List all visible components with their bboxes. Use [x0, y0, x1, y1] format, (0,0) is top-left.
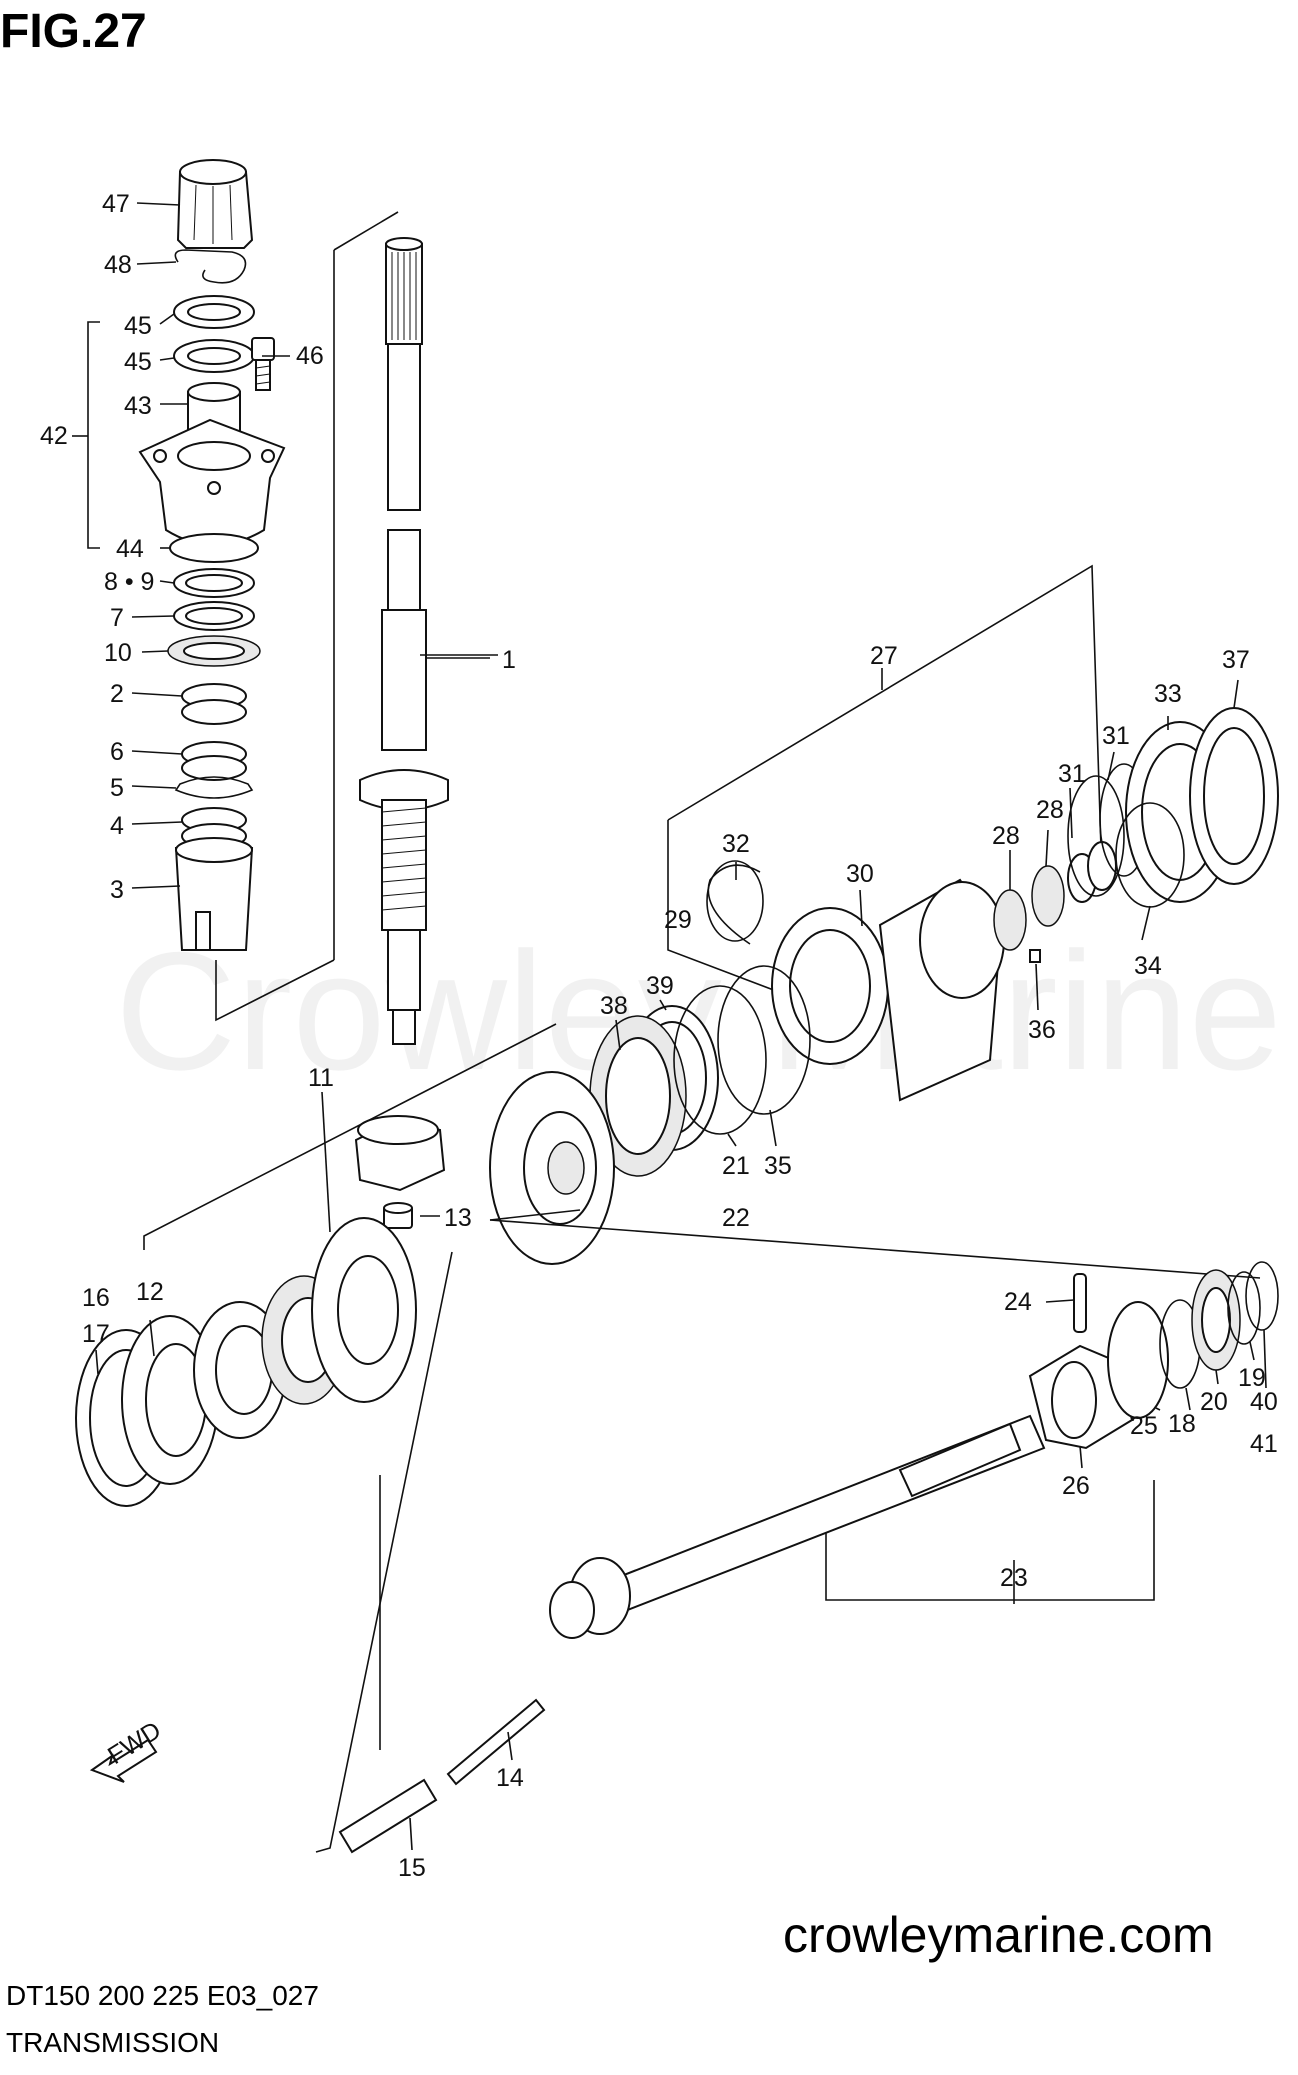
part-21-shim	[673, 985, 767, 1135]
part-5-clip	[174, 776, 254, 799]
fwd-arrow-icon: FWD	[89, 1716, 166, 1783]
callout-28: 28	[1036, 796, 1064, 824]
callout-2: 2	[110, 680, 124, 708]
model-code: DT150 200 225 E03_027	[6, 1980, 319, 2011]
callout-33: 33	[1154, 680, 1182, 708]
callout-39: 39	[646, 972, 674, 1000]
part-46-bolt	[251, 337, 275, 391]
callout-21: 21	[722, 1152, 750, 1180]
part-37-gear	[1189, 707, 1279, 885]
part-35-shim	[717, 965, 811, 1115]
site-url: crowleymarine.com	[783, 1907, 1214, 1963]
callout-3: 3	[110, 876, 124, 904]
part-48-clip	[174, 249, 247, 284]
part-23-propeller-shaft	[549, 1414, 1046, 1639]
callout-45: 45	[124, 312, 152, 340]
callout-25: 25	[1130, 1412, 1158, 1440]
callout-41: 41	[1250, 1430, 1278, 1458]
callout-31: 31	[1058, 760, 1086, 788]
part-8-9-shims	[173, 568, 255, 598]
part-38-thrust-bearing	[589, 1015, 687, 1177]
callout-5: 5	[110, 774, 124, 802]
part-36-key	[1029, 949, 1041, 963]
part-3-sleeve	[174, 837, 254, 951]
callout-35: 35	[764, 1152, 792, 1180]
part-24-pin	[1073, 1273, 1087, 1333]
part-20-bearing	[1191, 1269, 1241, 1371]
callout-37: 37	[1222, 646, 1250, 674]
callout-4: 4	[110, 812, 124, 840]
part-19-washer	[1227, 1271, 1261, 1345]
part-47-boot	[176, 159, 254, 249]
callout-46: 46	[296, 342, 324, 370]
callout-24: 24	[1004, 1288, 1032, 1316]
callout-38: 38	[600, 992, 628, 1020]
callout-7: 7	[110, 604, 124, 632]
figure-title: FIG.27	[0, 5, 147, 58]
callout-29: 29	[664, 906, 692, 934]
callout-36: 36	[1028, 1016, 1056, 1044]
part-2-bearing	[181, 683, 247, 725]
part-42-housing	[138, 418, 286, 546]
part-11-pinion	[354, 1115, 446, 1192]
part-14-push-rod	[446, 1698, 546, 1786]
callout-23: 23	[1000, 1564, 1028, 1592]
part-45-seals	[173, 295, 255, 373]
callout-16: 16	[82, 1284, 110, 1312]
part-26-clutch	[1028, 1344, 1134, 1450]
callout-6: 6	[110, 738, 124, 766]
callout-13: 13	[444, 1204, 472, 1232]
part-13-nut	[383, 1202, 413, 1229]
reverse-gear	[489, 1071, 615, 1265]
callout-48: 48	[104, 251, 132, 279]
callout-20: 20	[1200, 1388, 1228, 1416]
forward-gear	[311, 1217, 417, 1403]
callout-31: 31	[1102, 722, 1130, 750]
part-30-sleeve	[771, 878, 1005, 1102]
callout-22: 22	[722, 1204, 750, 1232]
part-25-ring	[1107, 1301, 1169, 1419]
part-15-slider	[338, 1778, 438, 1854]
callout-10: 10	[104, 639, 132, 667]
callout-1: 1	[502, 646, 516, 674]
callout-18: 18	[1168, 1410, 1196, 1438]
callout-47: 47	[102, 190, 130, 218]
callout-19: 19	[1238, 1364, 1266, 1392]
callout-28: 28	[992, 822, 1020, 850]
callout-26: 26	[1062, 1472, 1090, 1500]
callout-44: 44	[116, 535, 144, 563]
part-28-bearings	[993, 841, 1117, 951]
callout-27: 27	[870, 642, 898, 670]
part-40-41-shim	[1245, 1261, 1279, 1331]
callout-12: 12	[136, 1278, 164, 1306]
callout-17: 17	[82, 1320, 110, 1348]
part-1-drive-shaft	[359, 237, 449, 1045]
callout-14: 14	[496, 1764, 524, 1792]
part-7-washer	[173, 601, 255, 631]
callout-34: 34	[1134, 952, 1162, 980]
callout-45: 45	[124, 348, 152, 376]
part-10-thrust-bearing	[167, 635, 261, 667]
callout-40: 40	[1250, 1388, 1278, 1416]
part-6-ring	[181, 741, 247, 781]
diagram-name: TRANSMISSION	[6, 2027, 220, 2058]
leader-lines	[72, 202, 1267, 1851]
callout-42: 42	[40, 422, 68, 450]
callout-labels: 47 48 45 45 46 43 42 44 8 • 9 7 10 2 6 5…	[40, 190, 1278, 1882]
callout-15: 15	[398, 1854, 426, 1882]
part-44-oring	[169, 533, 259, 563]
part-32-snap-ring	[706, 860, 764, 945]
callout-43: 43	[124, 392, 152, 420]
callout-32: 32	[722, 830, 750, 858]
callout-30: 30	[846, 860, 874, 888]
callout-8-9: 8 • 9	[104, 568, 154, 596]
callout-11: 11	[308, 1064, 334, 1092]
